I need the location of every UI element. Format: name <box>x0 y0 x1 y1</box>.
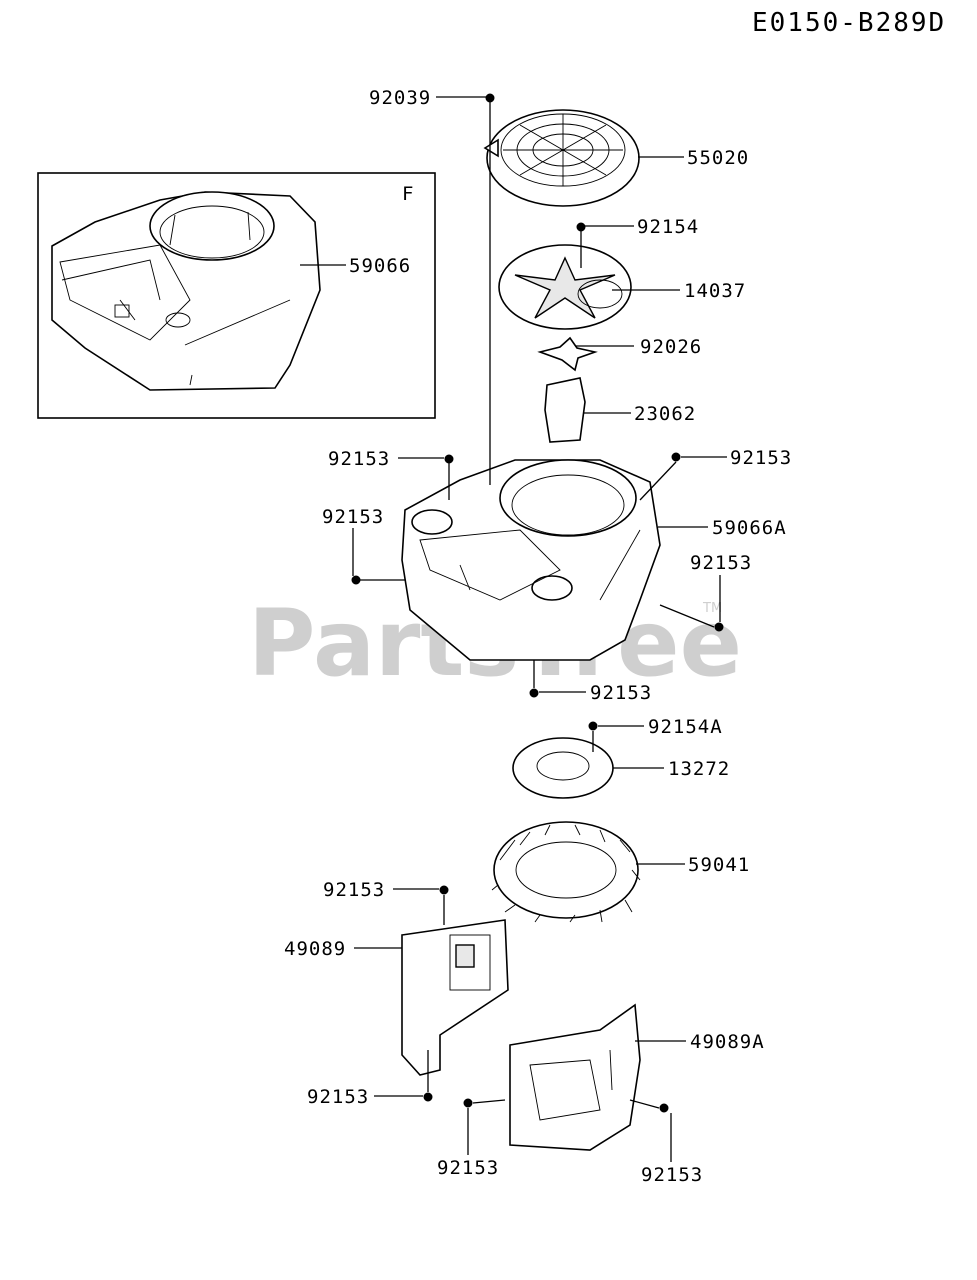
plate-13272-illustration <box>512 737 614 799</box>
callout-92153-lower-right[interactable]: 92153 <box>641 1164 703 1186</box>
bracket-92026-illustration <box>537 336 598 372</box>
screen-55020-illustration <box>483 109 640 207</box>
callout-92154A[interactable]: 92154A <box>648 716 723 738</box>
callout-92153-right[interactable]: 92153 <box>690 552 752 574</box>
callout-92153-bottom[interactable]: 92153 <box>590 682 652 704</box>
callout-92153-cover[interactable]: 92153 <box>323 879 385 901</box>
callout-49089[interactable]: 49089 <box>284 938 346 960</box>
callout-92153-lower-left[interactable]: 92153 <box>437 1157 499 1179</box>
callout-49089A[interactable]: 49089A <box>690 1031 765 1053</box>
shroud-59066A-illustration <box>401 459 661 661</box>
fan-plate-14037-illustration <box>498 244 632 330</box>
diagram-code: E0150-B289D <box>752 8 946 38</box>
callout-23062[interactable]: 23062 <box>634 403 696 425</box>
callout-92039[interactable]: 92039 <box>369 87 431 109</box>
callout-92153-top-left[interactable]: 92153 <box>328 448 390 470</box>
callout-92026[interactable]: 92026 <box>640 336 702 358</box>
guide-23062-illustration <box>544 377 586 443</box>
bolt-markers <box>351 93 724 1113</box>
callout-13272[interactable]: 13272 <box>668 758 730 780</box>
cover-49089A-illustration <box>509 1003 641 1151</box>
callout-14037[interactable]: 14037 <box>684 280 746 302</box>
cover-49089-illustration <box>401 919 509 1076</box>
callout-59041[interactable]: 59041 <box>688 854 750 876</box>
callout-92153-left[interactable]: 92153 <box>322 506 384 528</box>
shroud-59066-illustration <box>51 191 321 391</box>
inset-box-label: F <box>402 183 414 205</box>
callout-59066[interactable]: 59066 <box>349 255 411 277</box>
inset-box <box>37 172 436 419</box>
callout-92153-cover-bottom[interactable]: 92153 <box>307 1086 369 1108</box>
fan-59041-illustration <box>491 821 641 923</box>
callout-59066A[interactable]: 59066A <box>712 517 787 539</box>
callout-92153-top-right[interactable]: 92153 <box>730 447 792 469</box>
callout-55020[interactable]: 55020 <box>687 147 749 169</box>
watermark-trademark: TM <box>702 601 722 616</box>
callout-92154[interactable]: 92154 <box>637 216 699 238</box>
leader-lines <box>300 96 727 1162</box>
